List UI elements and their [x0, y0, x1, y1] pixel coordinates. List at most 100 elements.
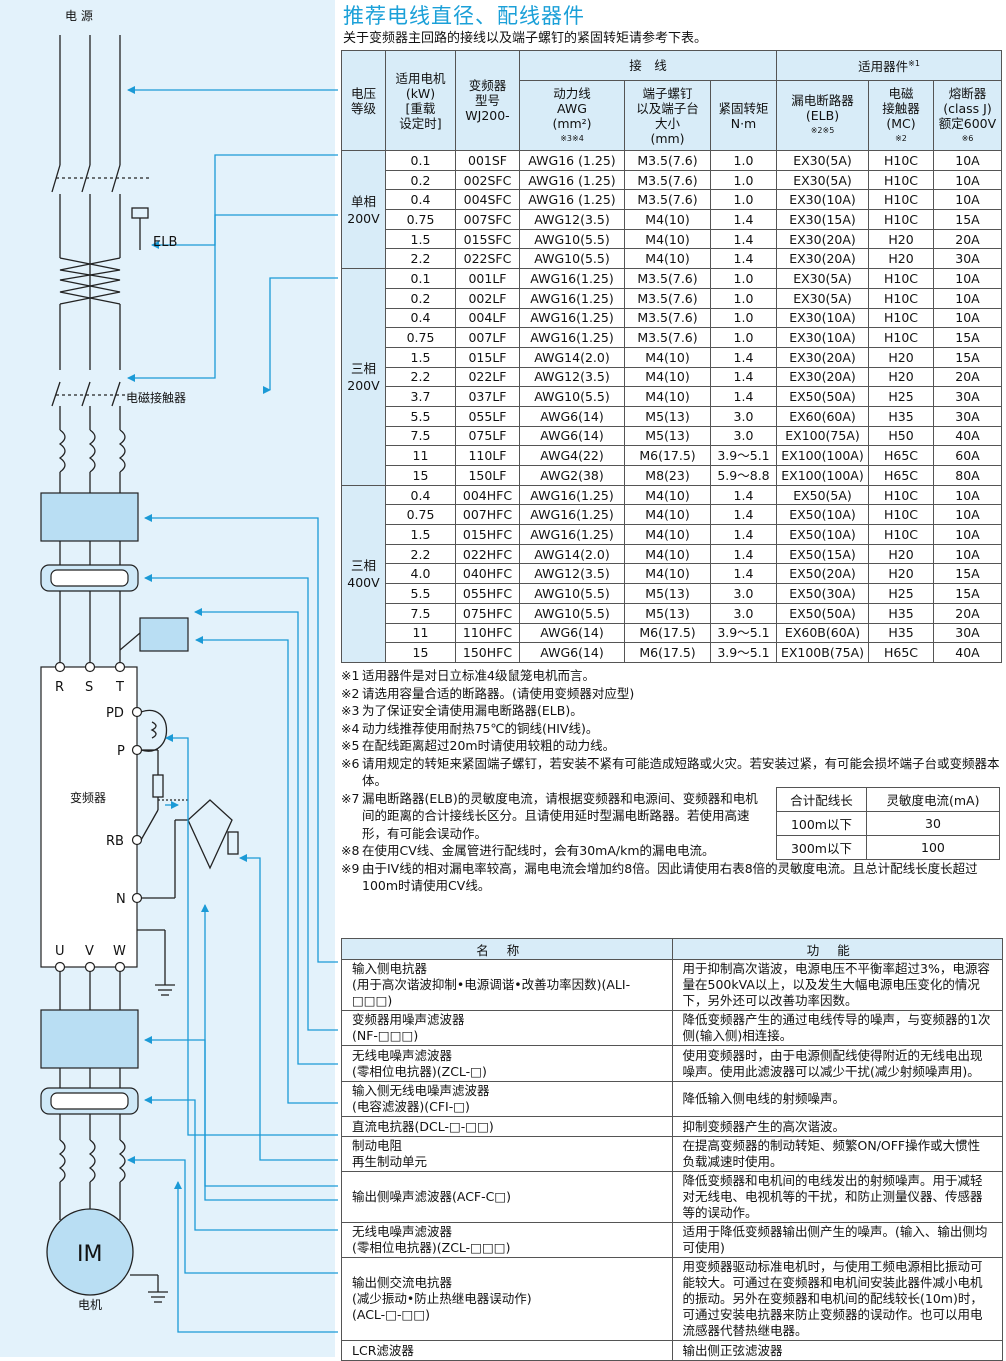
spec-cell: AWG6(14) [519, 425, 625, 447]
spec-cell: AWG16(1.25) [519, 268, 625, 289]
motor-symbol: IM [77, 1242, 102, 1267]
function-desc-cell: 用变频器驱动标准电机时，与使用工频电源相比振动可能较大。可通过在变频器和电机间安… [671, 1257, 1003, 1341]
spec-cell: 075LF [455, 425, 520, 447]
header-screw: 端子螺钉以及端子台大小(mm) [624, 80, 711, 151]
terminal-pd-label: PD [106, 706, 124, 721]
spec-cell: 11 [385, 622, 456, 644]
spec-cell: 0.2 [385, 287, 456, 309]
spec-cell: EX30(15A) [776, 209, 869, 230]
spec-cell: H10C [868, 307, 934, 329]
spec-cell: H20 [868, 563, 934, 585]
spec-cell: M3.5(7.6) [624, 327, 711, 348]
function-row: 输入侧无线电噪声滤波器(电容滤波器)(CFI-□)降低输入侧电线的射频噪声。 [341, 1081, 1003, 1117]
spec-cell: AWG10(5.5) [519, 602, 625, 624]
spec-cell: 10A [933, 287, 1002, 309]
spec-cell: 15A [933, 209, 1002, 230]
spec-cell: H10C [868, 169, 934, 191]
spec-cell: 80A [933, 465, 1002, 486]
spec-cell: 055LF [455, 405, 520, 427]
spec-cell: 20A [933, 228, 1002, 250]
spec-cell: 015HFC [455, 524, 520, 545]
spec-cell: 4.0 [385, 563, 456, 585]
function-row: 输出侧噪声滤波器(ACF-C□)降低变频器和电机间的电线发出的射频噪声。用于减轻… [341, 1171, 1003, 1223]
function-name-cell: 无线电噪声滤波器(零相位电抗器)(ZCL-□□□) [341, 1222, 673, 1258]
spec-cell: H20 [868, 228, 934, 250]
spec-cell: EX30(10A) [776, 189, 869, 211]
spec-cell: EX30(10A) [776, 307, 869, 329]
terminal-u-label: U [55, 944, 65, 959]
spec-cell: 15A [933, 563, 1002, 585]
function-table-body: 输入侧电抗器(用于高次谐波抑制•电源调谐•改善功率因数)(ALI-□□□)用于抑… [341, 959, 1003, 1361]
spec-cell: 1.0 [710, 189, 777, 211]
spec-cell: AWG14(2.0) [519, 543, 625, 565]
header-devices: 适用器件※1 [776, 50, 1002, 81]
spec-cell: 0.4 [385, 484, 456, 506]
spec-cell: EX50(50A) [776, 602, 869, 624]
function-table: 名称 功能 输入侧电抗器(用于高次谐波抑制•电源调谐•改善功率因数)(ALI-□… [341, 938, 1003, 1361]
motor-label: 电机 [78, 1298, 102, 1312]
spec-cell: 001LF [455, 268, 520, 289]
spec-cell: 7.5 [385, 425, 456, 447]
spec-cell: 1.0 [710, 327, 777, 348]
function-name-cell: 无线电噪声滤波器(零相位电抗器)(ZCL-□) [341, 1045, 673, 1082]
function-desc-cell: 降低变频器和电机间的电线发出的射频噪声。用于减轻对无线电、电视机等的干扰，和防止… [671, 1171, 1003, 1223]
spec-cell: 1.4 [710, 524, 777, 545]
page-subtitle: 关于变频器主回路的接线以及端子螺钉的紧固转矩请参考下表。 [343, 31, 708, 46]
spec-cell: 1.4 [710, 248, 777, 270]
spec-cell: 10A [933, 543, 1002, 565]
spec-cell: 0.1 [385, 150, 456, 171]
spec-cell: AWG12(3.5) [519, 563, 625, 585]
sensitivity-header-length: 合计配线长 [776, 787, 867, 812]
function-name-cell: 直流电抗器(DCL-□-□□) [341, 1116, 673, 1137]
spec-cell: M6(17.5) [624, 445, 711, 466]
spec-cell: M5(13) [624, 602, 711, 624]
spec-cell: H10C [868, 209, 934, 230]
function-desc-cell: 适用于降低变频器输出侧产生的噪声。(输入、输出侧均可使用) [671, 1222, 1003, 1258]
spec-cell: 1.0 [710, 169, 777, 191]
spec-cell: AWG16(1.25) [519, 287, 625, 309]
spec-cell: 3.9～5.1 [710, 642, 777, 663]
spec-cell: M6(17.5) [624, 622, 711, 644]
spec-cell: 0.4 [385, 307, 456, 329]
spec-cell: AWG16(1.25) [519, 504, 625, 526]
function-name-cell: LCR滤波器 [341, 1340, 673, 1361]
header-motor: 适用电机(kW)[重载设定时] [385, 50, 456, 151]
spec-cell: AWG16(1.25) [519, 307, 625, 329]
sensitivity-cell: 100 [865, 835, 1001, 860]
spec-cell: 022LF [455, 366, 520, 388]
spec-cell: M5(13) [624, 405, 711, 427]
spec-cell: M4(10) [624, 504, 711, 526]
function-row: 输入侧电抗器(用于高次谐波抑制•电源调谐•改善功率因数)(ALI-□□□)用于抑… [341, 959, 1003, 1011]
spec-cell: 3.9～5.1 [710, 445, 777, 466]
terminal-v-label: V [85, 944, 94, 959]
spec-cell: 15 [385, 642, 456, 663]
spec-cell: AWG16(1.25) [519, 524, 625, 545]
function-name-cell: 输出侧噪声滤波器(ACF-C□) [341, 1171, 673, 1223]
spec-cell: 3.7 [385, 386, 456, 407]
spec-cell: 3.0 [710, 602, 777, 624]
sensitivity-cell: 100m以下 [776, 811, 867, 836]
spec-cell: 1.5 [385, 346, 456, 368]
spec-cell: 5.5 [385, 583, 456, 604]
spec-cell: AWG16 (1.25) [519, 150, 625, 171]
spec-cell: H10C [868, 327, 934, 348]
header-fuse: 熔断器(class J)额定600V※6 [933, 80, 1002, 151]
spec-cell: 1.4 [710, 228, 777, 250]
function-row: 输出侧交流电抗器(减少振动•防止热继电器误动作)(ACL-□-□□)用变频器驱动… [341, 1257, 1003, 1341]
